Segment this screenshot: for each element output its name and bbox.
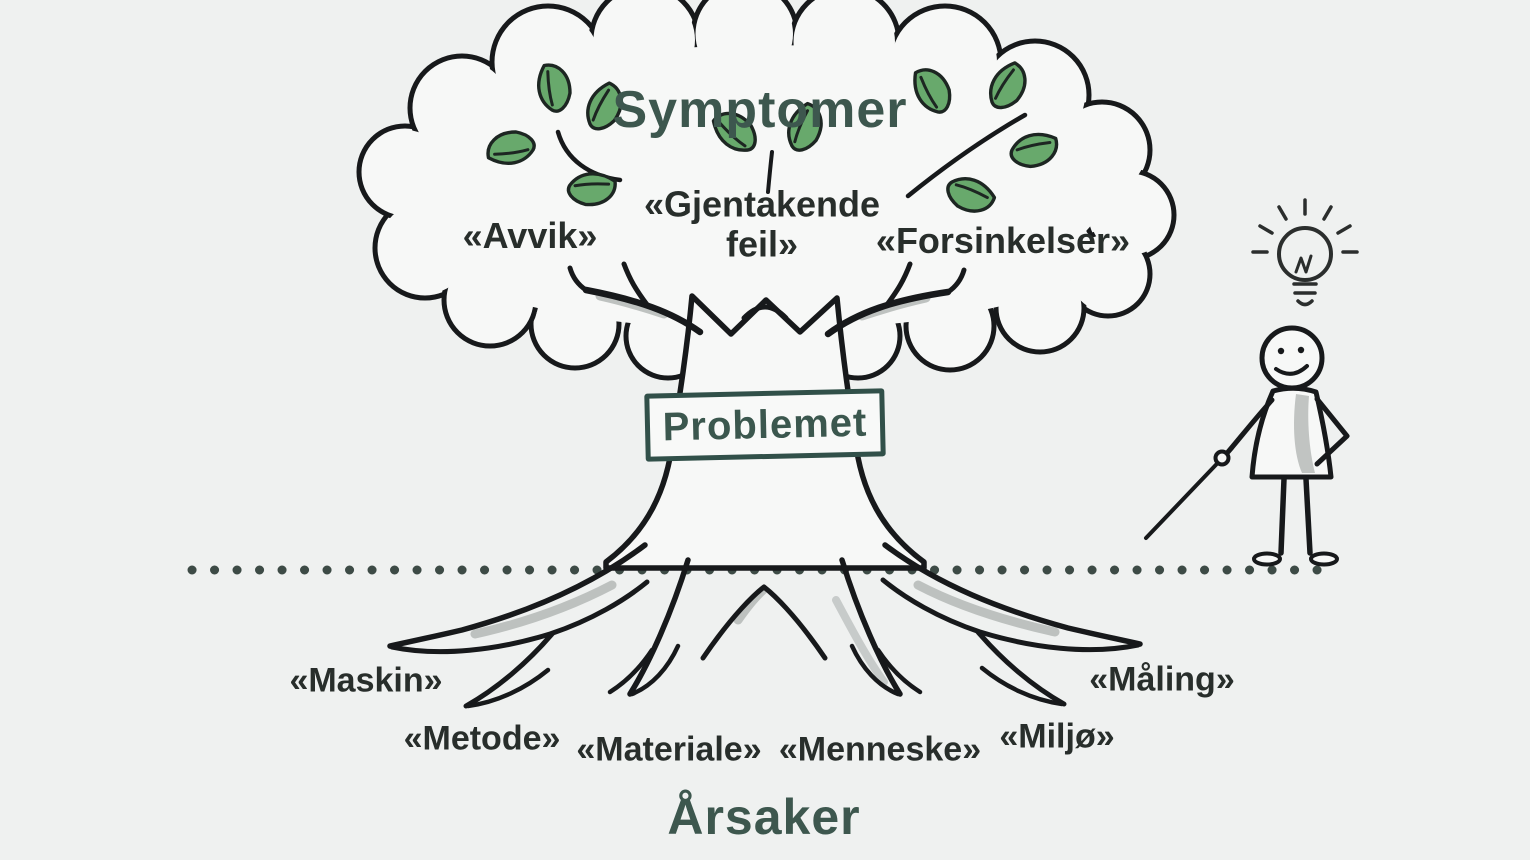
leaf-twig-center xyxy=(709,99,834,194)
stick-figure xyxy=(1144,198,1359,567)
cause-label-materiale: «Materiale» xyxy=(576,730,762,769)
symptom-label-avvik: «Avvik» xyxy=(462,215,598,256)
cause-label-metode: «Metode» xyxy=(403,719,561,758)
cause-label-maling: «Måling» xyxy=(1089,660,1235,699)
leaf-twig-left xyxy=(484,61,634,214)
lightbulb-icon xyxy=(1251,198,1359,307)
symptom-label-forsinkelser: «Forsinkelser» xyxy=(875,220,1131,261)
problem-box: Problemet xyxy=(644,388,886,462)
symptom-label-gjentakende-feil: «Gjentakende feil» xyxy=(643,183,881,264)
leaf-twig-right xyxy=(905,58,1060,224)
tree-branches xyxy=(567,261,967,338)
causes-title: Årsaker xyxy=(667,789,861,845)
cause-label-maskin: «Maskin» xyxy=(289,661,443,700)
cause-label-menneske: «Menneske» xyxy=(778,730,982,769)
symptoms-title: Symptomer xyxy=(612,81,908,139)
cause-label-miljo: «Miljø» xyxy=(999,717,1115,756)
tree-roots xyxy=(387,542,1143,709)
problem-box-label: Problemet xyxy=(662,400,868,449)
root-shading xyxy=(470,580,1060,686)
